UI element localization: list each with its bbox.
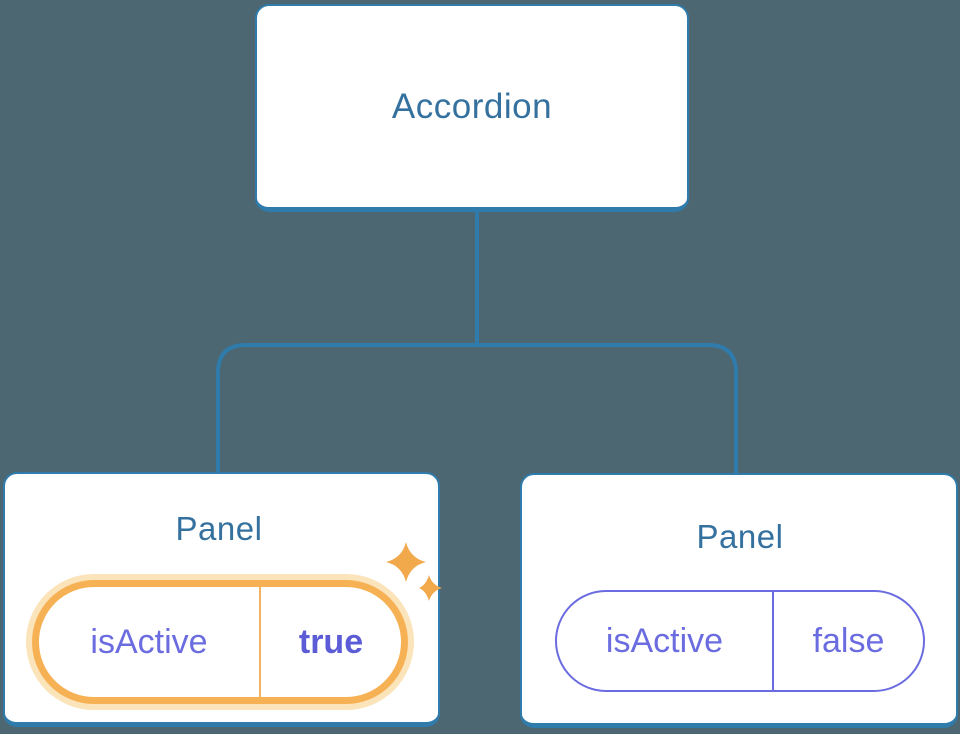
- pill-divider: [259, 587, 261, 697]
- prop-name: isActive: [605, 621, 724, 660]
- panel-node-label: Panel: [696, 518, 784, 555]
- prop-name: isActive: [90, 622, 208, 661]
- panel-node-label: Panel: [175, 510, 263, 547]
- pill-divider: [772, 592, 774, 690]
- prop-value: false: [812, 621, 885, 660]
- prop-pill-active: isActive true: [32, 580, 408, 704]
- prop-pill-inactive: isActive false: [555, 590, 925, 692]
- accordion-node-label: Accordion: [391, 86, 553, 126]
- accordion-node: Accordion: [255, 4, 689, 212]
- sparkle-icon: [386, 542, 442, 601]
- prop-value: true: [298, 622, 364, 661]
- panel-node-inactive: Panel isActive false: [520, 473, 958, 728]
- panel-node-active: Panel isActive true: [3, 472, 442, 727]
